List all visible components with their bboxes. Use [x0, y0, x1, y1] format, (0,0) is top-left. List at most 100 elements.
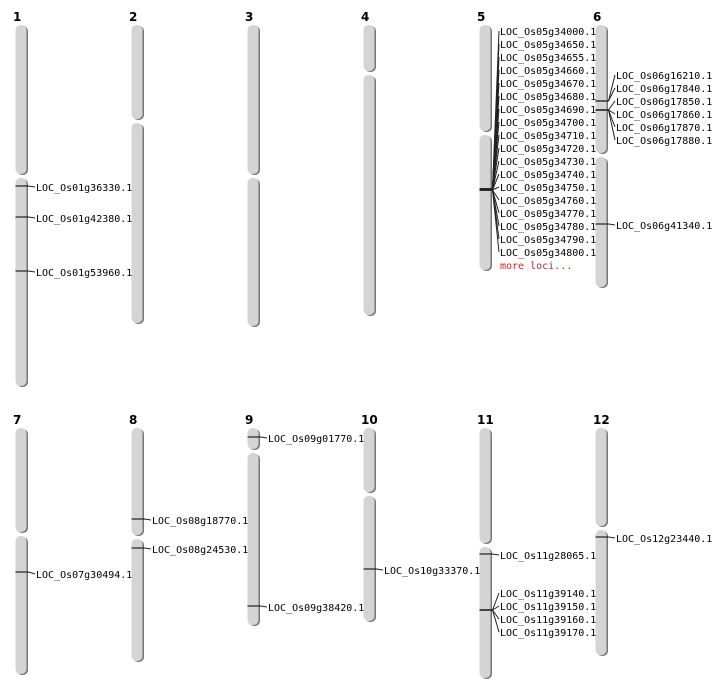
locus-label[interactable]: LOC_Os05g34790.1: [500, 235, 596, 246]
long-arm: [595, 530, 607, 655]
chromosome-number: 11: [477, 413, 494, 427]
locus-label[interactable]: LOC_Os05g34770.1: [500, 209, 596, 220]
long-arm: [479, 547, 491, 678]
short-arm: [363, 428, 375, 492]
locus-label[interactable]: LOC_Os01g42380.1: [36, 214, 132, 225]
locus-connector: [608, 109, 616, 115]
locus-label[interactable]: LOC_Os11g28065.1: [500, 551, 596, 562]
locus-label[interactable]: LOC_Os05g34710.1: [500, 131, 596, 142]
locus-label[interactable]: LOC_Os06g17860.1: [616, 110, 712, 121]
locus-label[interactable]: LOC_Os05g34680.1: [500, 92, 596, 103]
chromosome-number: 3: [245, 10, 253, 24]
locus-connector: [260, 605, 268, 608]
chromosome-number: 6: [593, 10, 601, 24]
short-arm: [15, 25, 27, 174]
long-arm: [247, 453, 259, 625]
locus-connector: [608, 100, 616, 111]
locus-label[interactable]: LOC_Os05g34800.1: [500, 248, 596, 259]
locus-label[interactable]: LOC_Os08g24530.1: [152, 545, 248, 556]
locus-label[interactable]: LOC_Os12g23440.1: [616, 534, 712, 545]
short-arm: [247, 25, 259, 174]
locus-label[interactable]: LOC_Os05g34760.1: [500, 196, 596, 207]
locus-label[interactable]: LOC_Os06g17880.1: [616, 136, 712, 147]
locus-connector: [28, 270, 36, 273]
locus-connector: [28, 216, 36, 219]
locus-connector: [492, 186, 500, 191]
locus-label[interactable]: LOC_Os06g17850.1: [616, 97, 712, 108]
long-arm: [131, 123, 143, 323]
chromosome-2[interactable]: 2: [129, 10, 144, 324]
chromosome-number: 5: [477, 10, 485, 24]
locus-label[interactable]: LOC_Os05g34690.1: [500, 105, 596, 116]
locus-label[interactable]: LOC_Os11g39170.1: [500, 628, 596, 639]
short-arm: [479, 428, 491, 543]
short-arm: [131, 25, 143, 119]
long-arm: [595, 157, 607, 287]
locus-label[interactable]: LOC_Os05g34660.1: [500, 66, 596, 77]
locus-label[interactable]: LOC_Os09g38420.1: [268, 603, 364, 614]
locus-label[interactable]: LOC_Os11g39140.1: [500, 589, 596, 600]
locus-connector: [492, 147, 500, 190]
locus-label[interactable]: LOC_Os06g41340.1: [616, 221, 712, 232]
chromosome-1[interactable]: 1LOC_Os01g36330.1LOC_Os01g42380.1LOC_Os0…: [13, 10, 132, 387]
locus-connector: [492, 592, 500, 611]
locus-label[interactable]: LOC_Os05g34670.1: [500, 79, 596, 90]
short-arm: [247, 428, 259, 449]
chromosome-number: 8: [129, 413, 137, 427]
locus-label[interactable]: LOC_Os05g34650.1: [500, 40, 596, 51]
locus-label[interactable]: LOC_Os08g18770.1: [152, 516, 248, 527]
locus-connector: [376, 568, 384, 571]
locus-label[interactable]: LOC_Os11g39160.1: [500, 615, 596, 626]
locus-label[interactable]: LOC_Os05g34700.1: [500, 118, 596, 129]
locus-label[interactable]: LOC_Os07g30494.1: [36, 570, 132, 581]
long-arm: [363, 75, 375, 315]
long-arm: [363, 496, 375, 621]
locus-label[interactable]: LOC_Os11g39150.1: [500, 602, 596, 613]
more-loci-link[interactable]: more loci...: [500, 261, 572, 272]
locus-connector: [492, 609, 500, 633]
long-arm: [131, 539, 143, 661]
locus-label[interactable]: LOC_Os05g34750.1: [500, 183, 596, 194]
long-arm: [15, 536, 27, 674]
locus-connector: [492, 160, 500, 191]
locus-label[interactable]: LOC_Os06g17870.1: [616, 123, 712, 134]
chromosome-number: 1: [13, 10, 21, 24]
chromosome-number: 12: [593, 413, 610, 427]
chromosome-number: 7: [13, 413, 21, 427]
long-arm: [479, 135, 491, 270]
chromosome-4[interactable]: 4: [361, 10, 376, 316]
locus-label[interactable]: LOC_Os06g16210.1: [616, 71, 712, 82]
short-arm: [15, 428, 27, 532]
chromosome-11[interactable]: 11LOC_Os11g28065.1LOC_Os11g39140.1LOC_Os…: [477, 413, 596, 679]
locus-label[interactable]: LOC_Os06g17840.1: [616, 84, 712, 95]
short-arm: [363, 25, 375, 71]
locus-label[interactable]: LOC_Os01g36330.1: [36, 183, 132, 194]
short-arm: [131, 428, 143, 535]
locus-connector: [492, 553, 500, 556]
locus-connector: [492, 189, 500, 253]
locus-label[interactable]: LOC_Os05g34730.1: [500, 157, 596, 168]
chromosome-6[interactable]: 6LOC_Os06g16210.1LOC_Os06g17840.1LOC_Os0…: [593, 10, 712, 288]
locus-connector: [492, 609, 500, 620]
locus-label[interactable]: LOC_Os05g34780.1: [500, 222, 596, 233]
locus-label[interactable]: LOC_Os09g01770.1: [268, 434, 364, 445]
long-arm: [15, 178, 27, 386]
locus-label[interactable]: LOC_Os10g33370.1: [384, 566, 480, 577]
locus-connector: [492, 605, 500, 611]
chromosome-5[interactable]: 5LOC_Os05g34000.1LOC_Os05g34650.1LOC_Os0…: [477, 10, 596, 272]
locus-label[interactable]: LOC_Os05g34740.1: [500, 170, 596, 181]
chromosome-3[interactable]: 3: [245, 10, 260, 327]
locus-connector: [608, 536, 616, 539]
locus-label[interactable]: LOC_Os05g34720.1: [500, 144, 596, 155]
locus-label[interactable]: LOC_Os01g53960.1: [36, 268, 132, 279]
locus-label[interactable]: LOC_Os05g34000.1: [500, 27, 596, 38]
chromosome-number: 4: [361, 10, 369, 24]
locus-connector: [28, 571, 36, 575]
locus-label[interactable]: LOC_Os05g34655.1: [500, 53, 596, 64]
locus-connector: [608, 87, 616, 102]
